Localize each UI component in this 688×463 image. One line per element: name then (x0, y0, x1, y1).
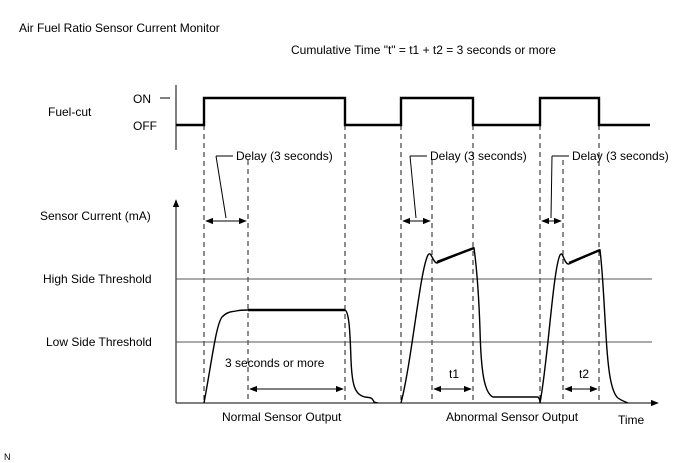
delay-leader (550, 155, 553, 219)
on-level-label: ON (133, 92, 151, 106)
diagram-title: Air Fuel Ratio Sensor Current Monitor (19, 21, 220, 35)
low-threshold-label: Low Side Threshold (46, 335, 152, 349)
t2-label: t2 (579, 367, 589, 381)
t1-label: t1 (449, 367, 459, 381)
normal-output-label: Normal Sensor Output (222, 410, 342, 424)
duration-label: 3 seconds or more (225, 356, 325, 370)
delay-label-2: Delay (3 seconds) (430, 149, 527, 163)
abnormal-output-label: Abnormal Sensor Output (446, 410, 579, 424)
abnormal-curve-1 (400, 247, 541, 404)
delay-leader (215, 155, 227, 219)
abnormal-curve-2 (539, 248, 629, 404)
delay-label-1: Delay (3 seconds) (236, 149, 333, 163)
off-level-label: OFF (133, 119, 157, 133)
high-threshold-label: High Side Threshold (43, 272, 152, 286)
cumulative-time-note: Cumulative Time "t" = t1 + t2 = 3 second… (291, 43, 556, 57)
abnormal-rise-segment-1 (436, 246, 475, 264)
delay-leader (409, 155, 417, 219)
fuel-cut-waveform (176, 96, 650, 127)
fuel-cut-label: Fuel-cut (48, 105, 92, 119)
delay-label-3: Delay (3 seconds) (572, 149, 669, 163)
time-axis-label: Time (618, 413, 645, 427)
footnote-marker: N (4, 452, 11, 462)
abnormal-rise-segment-2 (568, 248, 601, 265)
sensor-current-label: Sensor Current (mA) (40, 209, 151, 223)
